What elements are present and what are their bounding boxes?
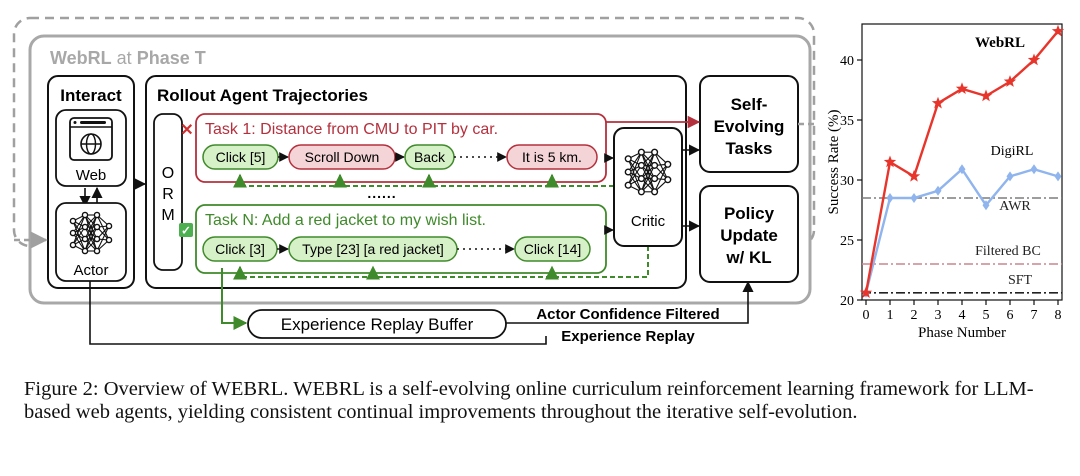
data-point-digirl [886, 193, 894, 203]
data-point-webrl [1003, 75, 1017, 87]
self-evolving-line-3: Tasks [726, 139, 773, 158]
data-point-webrl [1027, 53, 1041, 66]
interact-title: Interact [60, 86, 122, 105]
task-n-step-1-label: Click [3] [215, 241, 265, 257]
x-tick-label: 3 [935, 308, 942, 323]
tasks-ellipsis: ...... [367, 185, 396, 201]
baseline-label: AWR [999, 199, 1031, 214]
data-point-digirl [958, 164, 966, 175]
x-tick-label: 2 [911, 308, 918, 323]
orm-letter-r: R [162, 186, 174, 203]
task-1-title: Task 1: Distance from CMU to PIT by car. [205, 121, 498, 138]
x-tick-label: 1 [887, 308, 894, 323]
arrow-buffer-to-policy [506, 280, 754, 324]
x-axis-label: Phase Number [918, 325, 1006, 341]
phase-title: WebRL at Phase T [50, 48, 206, 68]
task-n-title: Task N: Add a red jacket to my wish list… [205, 212, 486, 229]
fail-mark-icon: ✕ [180, 122, 193, 139]
caption-label: Figure 2: Overview of [24, 378, 212, 400]
y-tick-label: 20 [840, 294, 854, 309]
data-point-digirl [1054, 171, 1062, 182]
data-point-webrl [931, 96, 945, 109]
baseline-label: SFT [1008, 273, 1033, 288]
neural-network-icon [69, 211, 113, 255]
x-tick-label: 0 [863, 308, 870, 323]
policy-line-1: Policy [724, 204, 775, 223]
replay-filter-caption-line-2: Experience Replay [561, 328, 695, 345]
y-tick-label: 25 [840, 234, 854, 249]
data-point-digirl [1030, 164, 1038, 175]
caption-body: is a self-evolving online curriculum rei… [24, 378, 1034, 423]
actor-label: Actor [73, 262, 108, 279]
experience-replay-buffer [247, 309, 507, 339]
x-tick-label: 7 [1031, 308, 1038, 323]
x-tick-label: 5 [983, 308, 990, 323]
orm-letter-m: M [161, 207, 174, 224]
data-point-webrl [907, 169, 921, 182]
data-point-digirl [1006, 171, 1014, 182]
task-1-step-4-label: It is 5 km. [522, 149, 582, 165]
browser-icon [69, 117, 113, 161]
baseline-label: Filtered BC [975, 244, 1041, 259]
x-tick-label: 6 [1007, 308, 1014, 323]
critic-label: Critic [631, 213, 666, 230]
series-layer: WebRL DigiRL [859, 24, 1065, 299]
caption-separator: . [283, 378, 294, 400]
y-tick-label: 30 [840, 174, 854, 189]
orm-box [153, 113, 183, 271]
x-tick-label: 4 [959, 308, 966, 323]
x-axis-ticks: 0 1 2 3 4 5 6 7 8 [863, 300, 1062, 323]
task-n-step-3 [514, 236, 591, 262]
web-label: Web [76, 167, 107, 184]
policy-line-3: w/ KL [725, 248, 771, 267]
data-point-webrl [883, 155, 897, 168]
critic-network-icon [624, 148, 672, 196]
critic-feedback-task-n [233, 246, 649, 280]
task-1-step-3-label: Back [414, 149, 446, 165]
self-evolving-line-1: Self- [731, 95, 768, 114]
self-evolving-line-2: Evolving [714, 117, 785, 136]
replay-filter-caption-line-1: Actor Confidence Filtered [536, 306, 719, 323]
critic-feedback-task-1 [233, 173, 614, 188]
x-tick-label: 8 [1055, 308, 1062, 323]
y-axis-label: Success Rate (%) [826, 110, 842, 215]
orm-letter-o: O [162, 165, 174, 182]
rollout-title: Rollout Agent Trajectories [157, 86, 368, 105]
data-point-webrl [1051, 24, 1065, 37]
data-point-digirl [934, 185, 942, 196]
y-axis-ticks: 20 25 30 35 40 [840, 54, 862, 309]
arrow-actor-to-replay-filter [89, 281, 547, 345]
caption-name-1: WEBRL [211, 378, 284, 400]
policy-line-2: Update [720, 226, 778, 245]
task-n-step-2-label: Type [23] [a red jacket] [302, 241, 444, 257]
data-point-webrl [979, 89, 993, 102]
y-tick-label: 35 [840, 114, 854, 129]
series-label-digirl: DigiRL [991, 144, 1034, 159]
data-point-digirl [910, 193, 918, 203]
data-point-webrl [859, 286, 873, 299]
success-rate-chart: 20 25 30 35 40 0 1 2 3 4 5 6 7 8 AWR Filtered BC SFT W… [826, 23, 1065, 341]
baseline-lines: AWR Filtered BC SFT [862, 197, 1062, 294]
task-1-step-4 [506, 144, 598, 170]
task-1-step-2-label: Scroll Down [305, 149, 380, 165]
caption-name-2: WEBRL [293, 378, 365, 400]
success-mark-icon [179, 223, 193, 237]
y-tick-label: 40 [840, 54, 854, 69]
task-n-step-3-label: Click [14] [524, 241, 582, 257]
success-mark-glyph: ✓ [181, 224, 191, 238]
data-point-digirl [982, 200, 990, 211]
arrow-trajectories-to-buffer [221, 268, 248, 330]
experience-replay-buffer-label: Experience Replay Buffer [281, 315, 474, 334]
figure-caption: Figure 2: Overview of WEBRL. WEBRL is a … [24, 378, 1064, 424]
series-label-webrl: WebRL [975, 35, 1025, 51]
data-point-webrl [955, 82, 969, 95]
workflow-diagram: WebRL at Phase T Interact Web Actor Roll… [12, 16, 816, 345]
task-1-step-1-label: Click [5] [216, 149, 266, 165]
